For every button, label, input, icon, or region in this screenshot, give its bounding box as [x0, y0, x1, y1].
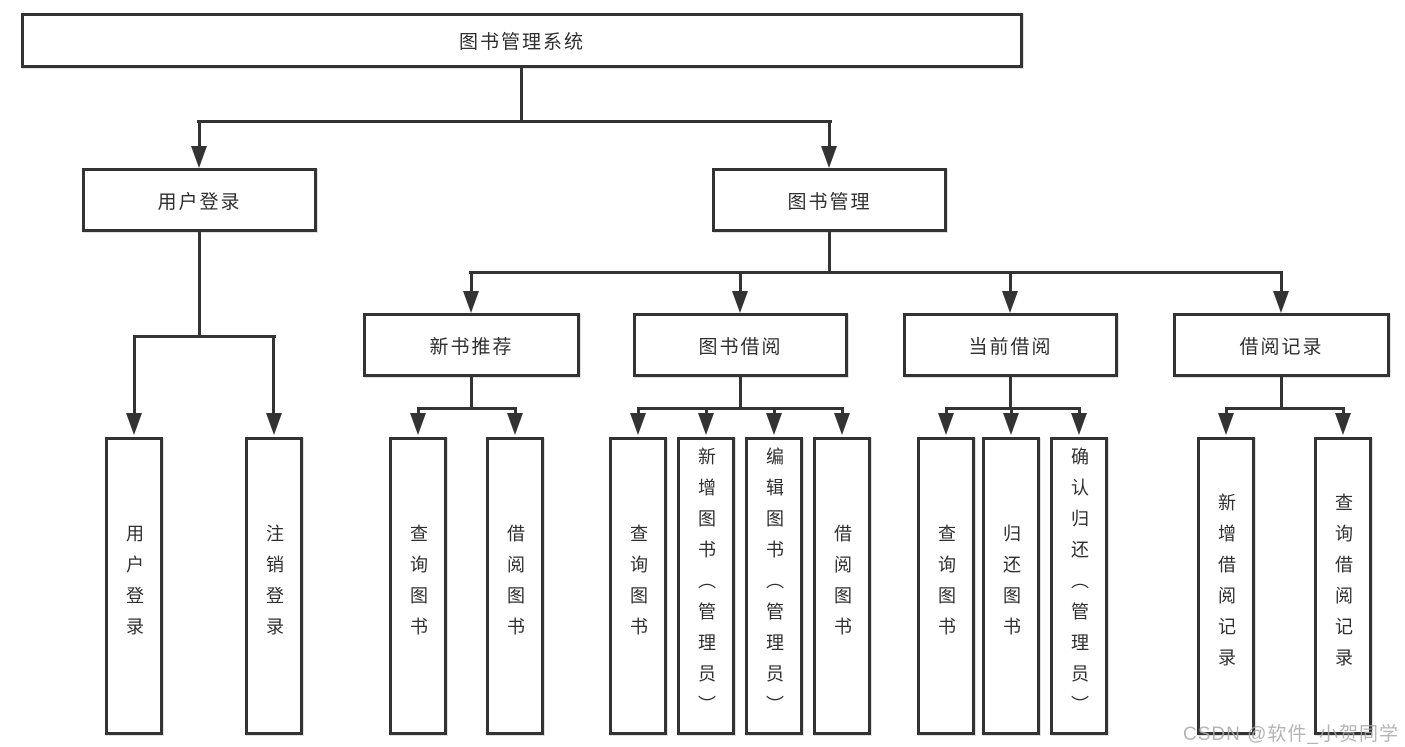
- leaf-query-borrow-record: 查询借阅记录: [1314, 437, 1372, 735]
- leaf-add-borrow-record: 新增借阅记录: [1197, 437, 1255, 735]
- leaf-label: 查询图书: [628, 524, 648, 648]
- connector-line: [773, 407, 776, 415]
- connector-line: [133, 335, 136, 415]
- arrowhead-down-icon: [1335, 413, 1351, 435]
- node-root-library-system: 图书管理系统: [21, 13, 1023, 68]
- connector-line: [470, 271, 473, 293]
- connector-line: [1225, 407, 1228, 415]
- connector-line: [945, 407, 948, 415]
- node-label: 借阅记录: [1239, 336, 1324, 358]
- connector-line: [739, 271, 742, 293]
- connector-line: [637, 407, 640, 415]
- node-user-login-group: 用户登录: [82, 168, 317, 232]
- leaf-logout: 注销登录: [245, 437, 303, 735]
- leaf-borrow-books-recommend: 借阅图书: [486, 437, 544, 735]
- connector-line: [637, 407, 843, 410]
- leaf-label: 借阅图书: [505, 524, 525, 648]
- connector-line: [470, 377, 473, 408]
- connector-line: [198, 232, 201, 335]
- connector-line: [705, 407, 708, 415]
- leaf-label: 确认归还（管理员）: [1069, 446, 1089, 726]
- node-label: 当前借阅: [968, 336, 1053, 358]
- leaf-label: 查询借阅记录: [1333, 493, 1353, 679]
- leaf-label: 新增图书（管理员）: [696, 446, 716, 726]
- node-borrow-records: 借阅记录: [1173, 313, 1390, 377]
- connector-line: [272, 335, 275, 415]
- node-label: 图书借阅: [698, 336, 783, 358]
- arrowhead-down-icon: [1003, 413, 1019, 435]
- arrowhead-down-icon: [191, 146, 207, 168]
- leaf-edit-books-admin: 编辑图书（管理员）: [745, 437, 803, 735]
- leaf-label: 查询图书: [936, 524, 956, 648]
- arrowhead-down-icon: [1273, 291, 1289, 313]
- arrowhead-down-icon: [1071, 413, 1087, 435]
- arrowhead-down-icon: [507, 413, 523, 435]
- node-label: 新书推荐: [429, 336, 514, 358]
- leaf-return-books: 归还图书: [982, 437, 1040, 735]
- node-current-borrowing: 当前借阅: [903, 313, 1118, 377]
- arrowhead-down-icon: [1002, 291, 1018, 313]
- connector-line: [1280, 377, 1283, 408]
- connector-line: [1009, 377, 1012, 408]
- leaf-query-books-borrow: 查询图书: [609, 437, 667, 735]
- arrowhead-down-icon: [698, 413, 714, 435]
- node-new-book-recommend: 新书推荐: [363, 313, 580, 377]
- connector-line: [1009, 271, 1012, 293]
- connector-line: [198, 120, 201, 148]
- arrowhead-down-icon: [630, 413, 646, 435]
- connector-line: [417, 407, 517, 410]
- connector-line: [1280, 271, 1283, 293]
- connector-line: [1225, 407, 1343, 410]
- connector-line: [133, 335, 276, 338]
- leaf-confirm-return-admin: 确认归还（管理员）: [1050, 437, 1108, 735]
- leaf-label: 注销登录: [264, 524, 284, 648]
- connector-line: [520, 68, 523, 121]
- arrowhead-down-icon: [463, 291, 479, 313]
- arrowhead-down-icon: [834, 413, 850, 435]
- arrowhead-down-icon: [766, 413, 782, 435]
- leaf-label: 编辑图书（管理员）: [764, 446, 784, 726]
- leaf-add-books-admin: 新增图书（管理员）: [677, 437, 735, 735]
- node-book-management-group: 图书管理: [712, 168, 947, 232]
- node-label: 图书管理: [787, 191, 872, 213]
- connector-line: [1010, 407, 1013, 415]
- connector-line: [739, 377, 742, 408]
- connector-line: [514, 407, 517, 415]
- leaf-user-login: 用户登录: [105, 437, 163, 735]
- arrowhead-down-icon: [732, 291, 748, 313]
- connector-line: [469, 271, 1282, 274]
- connector-line: [841, 407, 844, 415]
- connector-line: [417, 407, 420, 415]
- leaf-query-books-recommend: 查询图书: [389, 437, 447, 735]
- arrowhead-down-icon: [1218, 413, 1234, 435]
- arrowhead-down-icon: [266, 413, 282, 435]
- leaf-label: 用户登录: [124, 524, 144, 648]
- arrowhead-down-icon: [126, 413, 142, 435]
- connector-line: [828, 120, 831, 148]
- connector-line: [1078, 407, 1081, 415]
- node-label: 图书管理系统: [458, 32, 585, 53]
- node-book-borrowing: 图书借阅: [633, 313, 848, 377]
- connector-line: [197, 120, 832, 123]
- csdn-watermark: CSDN @软件_小贺同学: [1183, 724, 1399, 745]
- leaf-query-books-current: 查询图书: [917, 437, 975, 735]
- node-label: 用户登录: [157, 191, 242, 213]
- arrowhead-down-icon: [821, 146, 837, 168]
- leaf-label: 借阅图书: [832, 524, 852, 648]
- connector-line: [1342, 407, 1345, 415]
- leaf-label: 新增借阅记录: [1216, 493, 1236, 679]
- arrowhead-down-icon: [938, 413, 954, 435]
- leaf-label: 查询图书: [408, 524, 428, 648]
- leaf-borrow-books: 借阅图书: [813, 437, 871, 735]
- leaf-label: 归还图书: [1001, 524, 1021, 648]
- arrowhead-down-icon: [410, 413, 426, 435]
- connector-line: [828, 232, 831, 273]
